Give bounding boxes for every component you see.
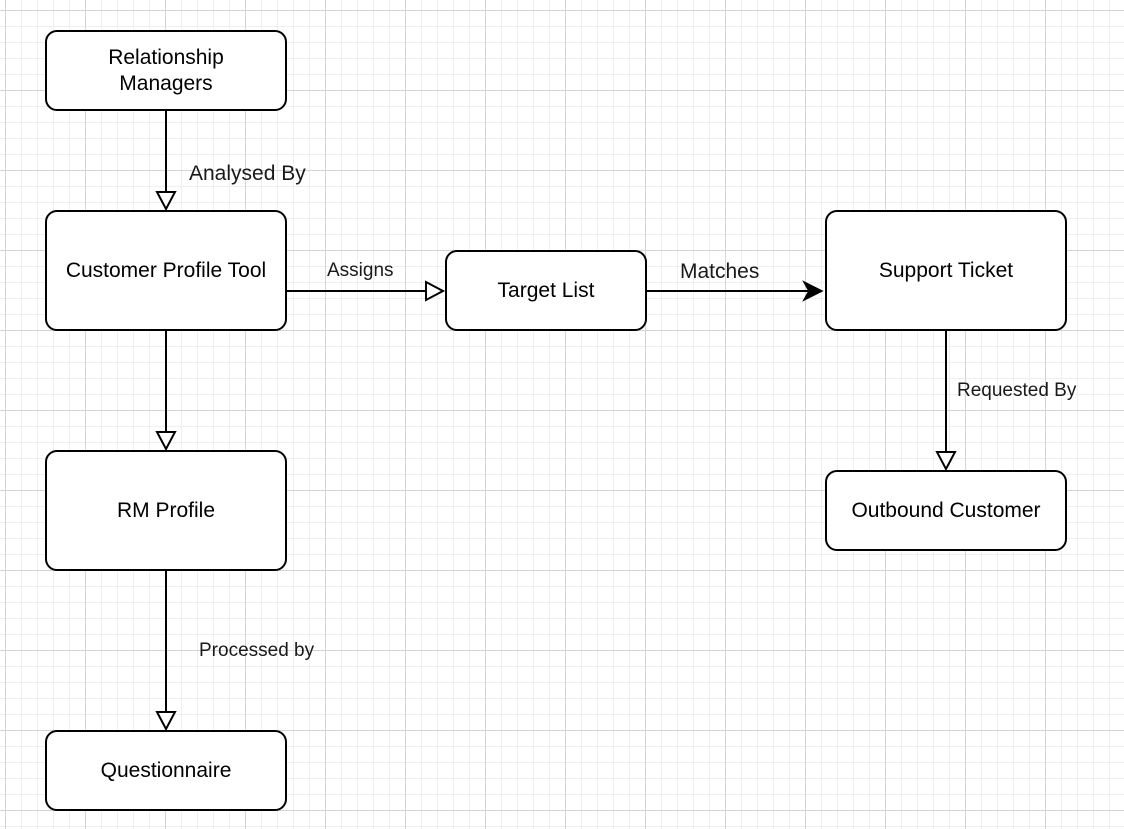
node-questionnaire[interactable]: Questionnaire	[45, 730, 287, 811]
node-rm-profile[interactable]: RM Profile	[45, 450, 287, 571]
edge-profile-to-rm[interactable]	[155, 330, 177, 452]
hollow-arrowhead	[155, 191, 177, 212]
edge-processed-by[interactable]	[155, 570, 177, 732]
edge-label-processed-by: Processed by	[199, 640, 315, 661]
hollow-arrowhead	[155, 431, 177, 452]
edge-label-analysed-by: Analysed By	[189, 162, 306, 185]
hollow-arrowhead	[425, 280, 446, 302]
node-relationship-managers[interactable]: Relationship Managers	[45, 30, 287, 111]
edge-analysed-by[interactable]	[155, 110, 177, 212]
hollow-arrowhead	[155, 711, 177, 732]
edge-label-assigns: Assigns	[327, 260, 394, 281]
edge-label-requested-by: Requested By	[957, 380, 1077, 401]
hollow-arrowhead	[935, 451, 957, 472]
node-support-ticket[interactable]: Support Ticket	[825, 210, 1067, 331]
edge-assigns[interactable]	[286, 280, 446, 302]
node-target-list[interactable]: Target List	[445, 250, 647, 331]
edge-requested-by[interactable]	[935, 330, 957, 472]
node-customer-profile-tool[interactable]: Customer Profile Tool	[45, 210, 287, 331]
edge-label-matches: Matches	[680, 260, 760, 283]
edge-matches[interactable]	[646, 280, 824, 302]
node-outbound-customer[interactable]: Outbound Customer	[825, 470, 1067, 551]
filled-arrowhead	[802, 280, 824, 302]
